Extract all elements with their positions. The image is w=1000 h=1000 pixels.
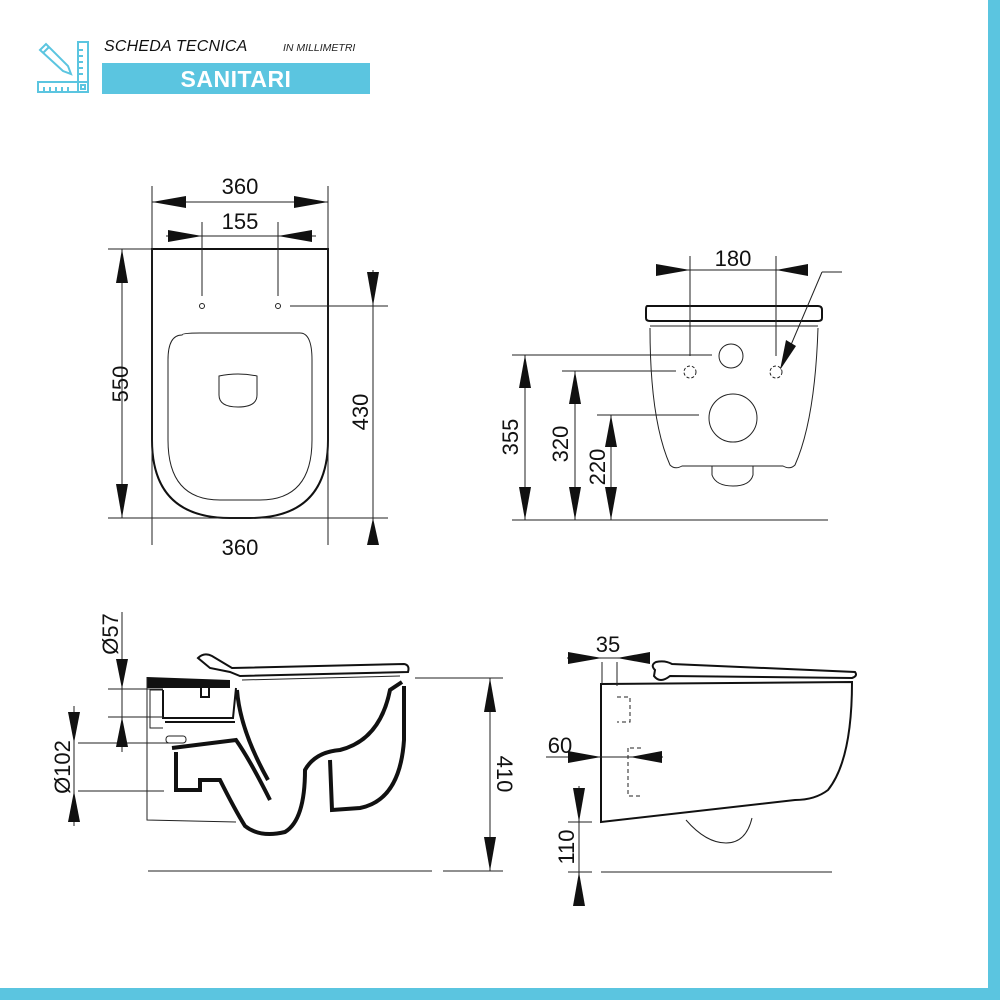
dim-inlet-diameter: Ø57 [98,613,123,655]
dim-outlet-height: 220 [585,449,610,486]
dim-holes-spacing: 155 [222,209,259,234]
back-view: 180 355 320 220 [498,246,842,521]
dim-bottom-width: 360 [222,535,259,560]
category-banner: SANITARI [102,63,370,94]
frame-border-right [988,0,1000,1000]
dim-length: 550 [108,366,133,403]
sheet-title: SCHEDA TECNICA [104,38,248,55]
unit-note: IN MILLIMETRI [283,42,356,54]
frame-border-bottom [0,988,1000,1000]
dim-rim-height: 410 [492,756,517,793]
dim-holes-to-front: 430 [348,394,373,431]
top-view: 360 155 550 430 360 [108,174,388,560]
dim-bolts-spacing: 180 [715,246,752,271]
dim-seat-offset: 35 [596,632,620,657]
side-view: 35 60 110 [546,632,857,906]
side-section: Ø57 Ø102 410 [50,612,517,872]
dim-inlet-height: 355 [498,419,523,456]
dim-bolts-height: 320 [548,426,573,463]
dim-top-width: 360 [222,174,259,199]
dim-bottom-height: 110 [554,829,579,864]
ruler-pencil-icon [37,41,89,93]
dim-outlet-diameter: Ø102 [50,740,75,794]
dim-wall-depth: 60 [548,733,572,758]
